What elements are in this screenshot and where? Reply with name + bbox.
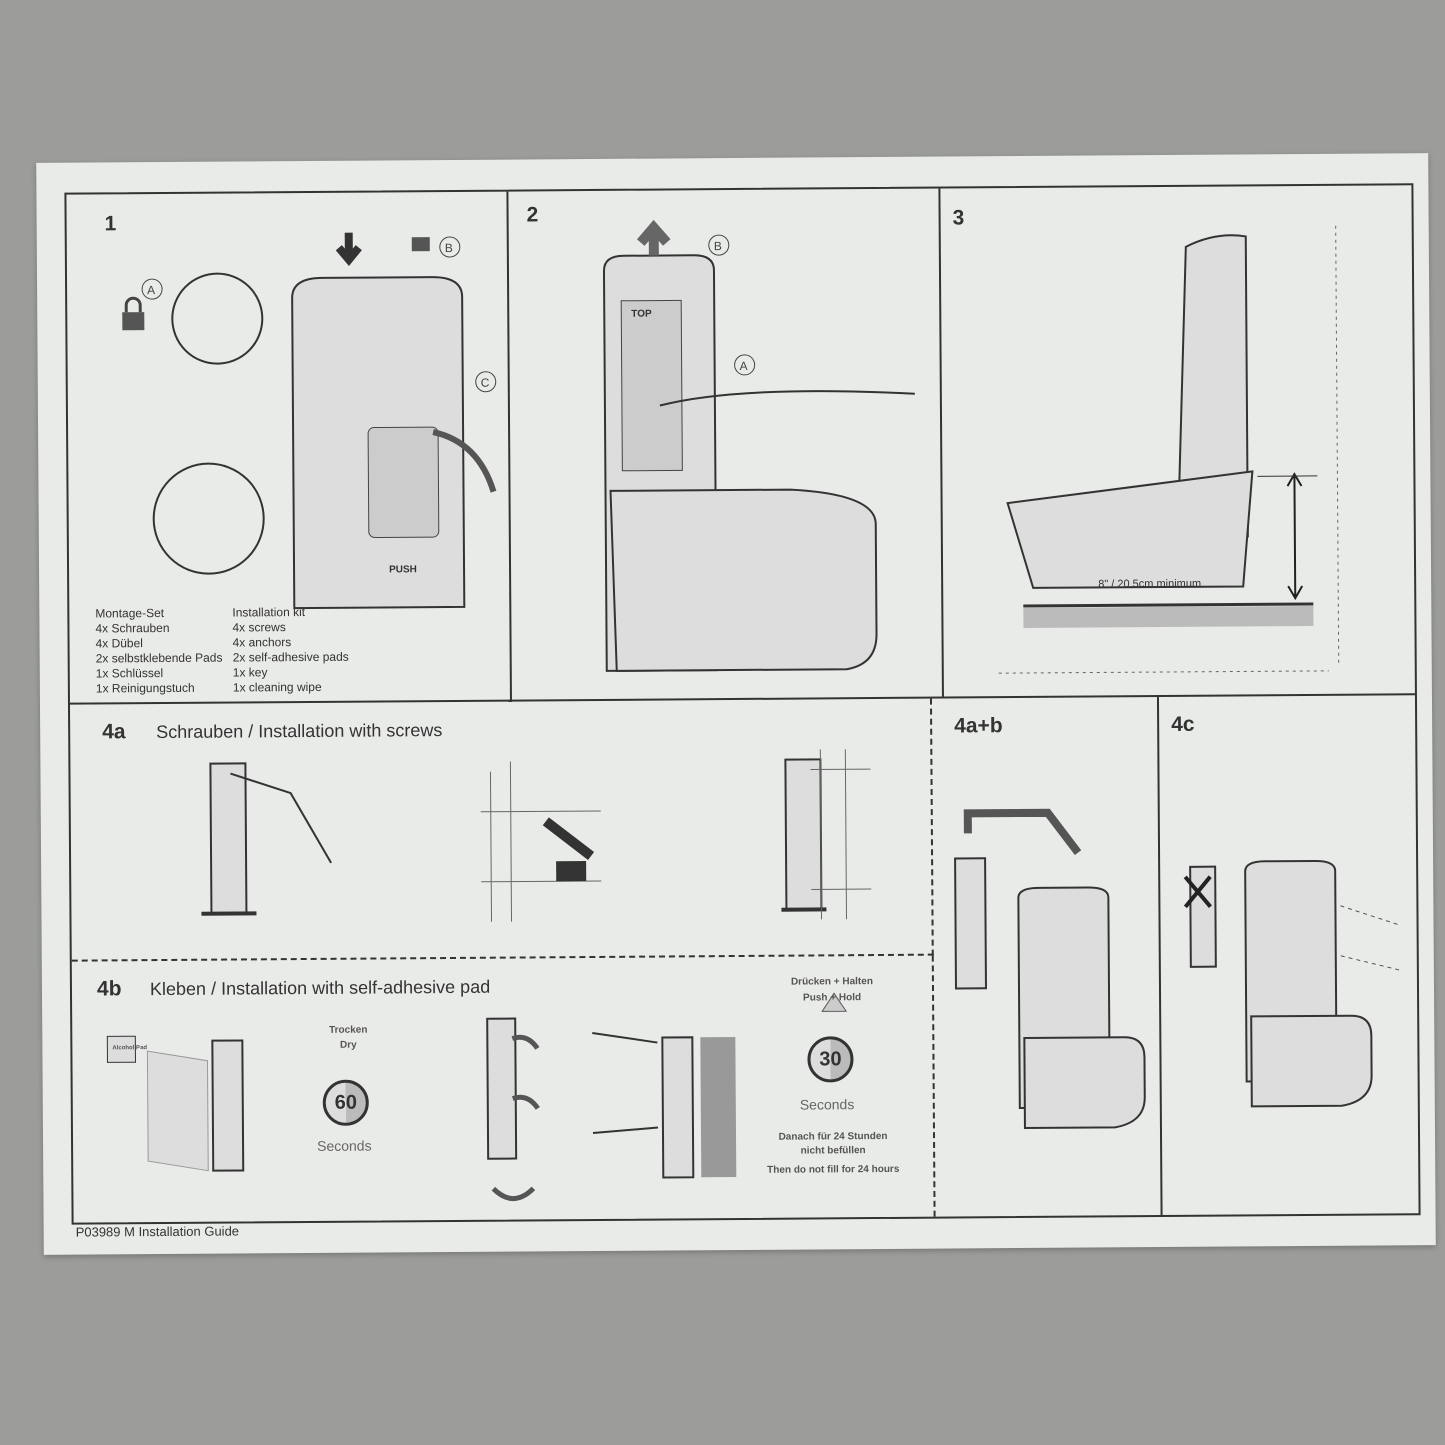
panel-4c: 4c <box>1159 695 1419 1215</box>
kit-item: 1x key <box>232 665 268 680</box>
kit-item: 2x self-adhesive pads <box>232 649 349 665</box>
adhesive-installation-illustration <box>106 992 848 1202</box>
push-hold-en: Push + Hold <box>802 992 862 1004</box>
svg-text:B: B <box>714 239 722 253</box>
document-footer: P03989 M Installation Guide <box>75 1223 240 1240</box>
kit-item: 4x Dübel <box>95 636 143 651</box>
dispenser-unlock-illustration: A B C <box>122 232 497 610</box>
wait-text-en: Then do not fill for 24 hours <box>767 1163 900 1176</box>
mount-dispenser-illustration <box>954 808 1146 1129</box>
screw-installation-illustration <box>201 749 872 922</box>
kit-item: 4x anchors <box>232 635 292 650</box>
seconds-label: Seconds <box>317 1137 372 1154</box>
remove-dispenser-illustration <box>1183 859 1401 1108</box>
svg-text:A: A <box>740 359 748 373</box>
wait-text-de: Danach für 24 Stunden <box>778 1130 888 1143</box>
kit-item: 1x Reinigungstuch <box>95 680 195 696</box>
kit-item: 1x cleaning wipe <box>232 679 322 695</box>
installation-guide-sheet: 1 A B C PUSH Montage-Set 4x Schrauben 4x… <box>36 153 1436 1255</box>
kit-item: 4x Schrauben <box>95 620 170 636</box>
panel-3: 3 8" / 20.5cm minimum <box>940 185 1415 699</box>
kit-title-en: Installation kit <box>232 605 306 620</box>
timer-30-icon: 30 <box>807 1036 854 1083</box>
alcohol-pad-label: Alcohol Pad <box>112 1045 148 1052</box>
dry-label-de: Trocken <box>329 1024 368 1036</box>
wait-text-de: nicht befüllen <box>800 1145 866 1157</box>
svg-text:B: B <box>445 241 453 255</box>
panel-grid: 1 A B C PUSH Montage-Set 4x Schrauben 4x… <box>64 183 1421 1225</box>
dry-label-en: Dry <box>339 1039 357 1051</box>
kit-item: 2x selbstklebende Pads <box>95 650 223 666</box>
kit-list-de: Montage-Set 4x Schrauben 4x Dübel 2x sel… <box>95 606 222 697</box>
kit-item: 4x screws <box>232 620 286 635</box>
panel-4a-b: 4a+b <box>931 697 1163 1217</box>
push-label: PUSH <box>389 564 417 576</box>
svg-text:C: C <box>481 376 490 390</box>
panel-4a: 4a Schrauben / Installation with screws <box>69 698 934 962</box>
dispenser-open-illustration: B A <box>602 219 915 672</box>
min-height-measurement: 8" / 20.5cm minimum <box>1098 577 1202 591</box>
timer-60-icon: 60 <box>322 1079 369 1126</box>
kit-list-en: Installation kit 4x screws 4x anchors 2x… <box>232 605 349 696</box>
top-label: TOP <box>631 308 652 320</box>
kit-item: 1x Schlüssel <box>95 665 164 681</box>
panel-2: 2 B A TOP <box>508 188 944 702</box>
dispenser-height-illustration <box>998 225 1340 674</box>
panel-4b: 4b Kleben / Installation with self-adhes… <box>71 955 936 1223</box>
kit-title-de: Montage-Set <box>95 605 165 621</box>
seconds-label: Seconds <box>799 1096 855 1113</box>
push-hold-de: Drücken + Halten <box>790 976 873 988</box>
panel-1: 1 A B C PUSH Montage-Set 4x Schrauben 4x… <box>66 191 512 705</box>
label-a: A <box>147 283 155 297</box>
